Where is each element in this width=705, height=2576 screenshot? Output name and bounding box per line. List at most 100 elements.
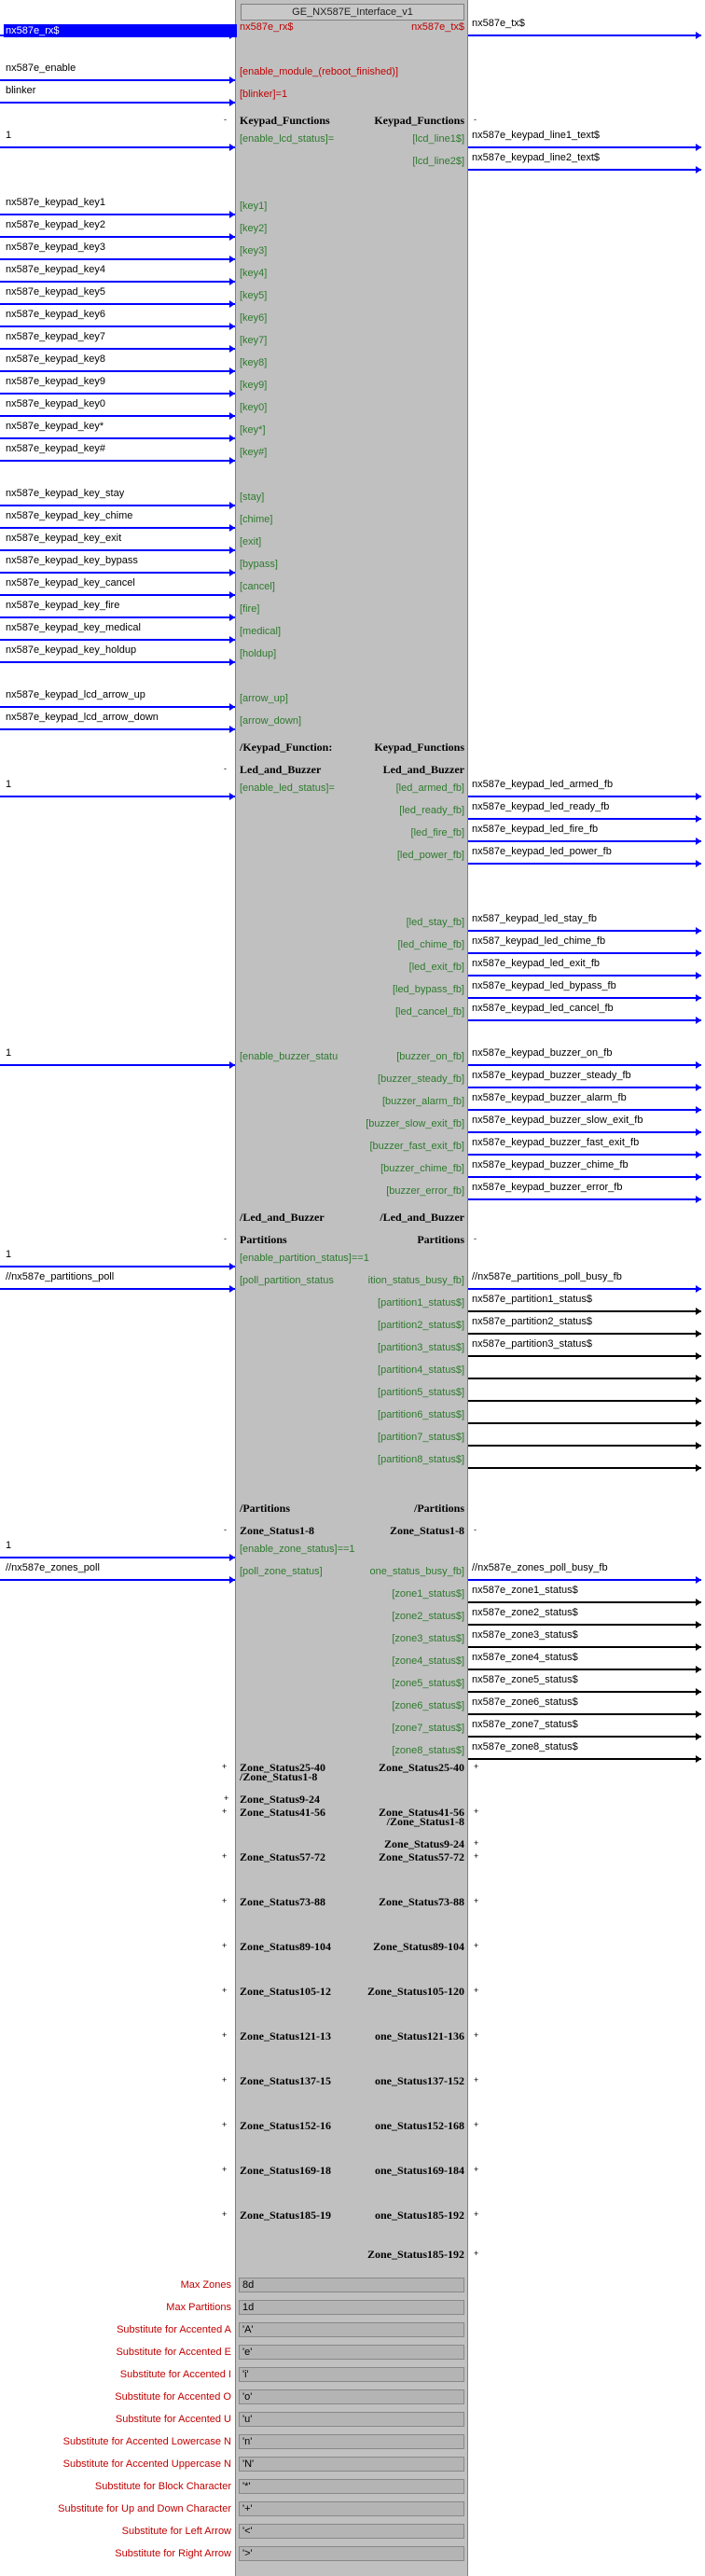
output-signal-40[interactable]: nx587_keypad_led_stay_fb xyxy=(472,913,597,924)
output-signal-36[interactable]: nx587e_keypad_led_fire_fb xyxy=(472,824,599,835)
output-signal-42[interactable]: nx587e_keypad_led_exit_fb xyxy=(472,958,601,969)
input-signal-14[interactable]: nx587e_keypad_key7 xyxy=(6,331,106,342)
input-port-55[interactable]: [enable_partition_status]==1 xyxy=(240,1253,369,1264)
output-signal-77[interactable]: nx587e_zone8_status$ xyxy=(472,1741,578,1752)
input-port-10[interactable]: [key3] xyxy=(240,245,268,256)
input-port-19[interactable]: [key#] xyxy=(240,447,268,458)
zone-group-right-7[interactable]: one_Status137-152 xyxy=(374,2074,464,2087)
output-port-60[interactable]: [partition4_status$] xyxy=(378,1364,464,1376)
param-value-2[interactable]: 'A' xyxy=(239,2322,464,2337)
output-signal-73[interactable]: nx587e_zone4_status$ xyxy=(472,1652,578,1663)
input-port-9[interactable]: [key2] xyxy=(240,223,268,234)
output-port-36[interactable]: [led_fire_fb] xyxy=(410,827,464,838)
input-port-3[interactable]: [blinker]=1 xyxy=(240,89,288,100)
zone-group-left-9[interactable]: Zone_Status169-18 xyxy=(240,2164,332,2177)
param-value-8[interactable]: 'N' xyxy=(239,2457,464,2472)
input-signal-21[interactable]: nx587e_keypad_key_stay xyxy=(6,488,125,499)
zone-group-right-6[interactable]: one_Status121-136 xyxy=(374,2029,464,2043)
output-port-51[interactable]: [buzzer_chime_fb] xyxy=(380,1163,464,1174)
input-signal-3[interactable]: blinker xyxy=(6,85,36,96)
input-signal-12[interactable]: nx587e_keypad_key5 xyxy=(6,286,106,298)
output-signal-48[interactable]: nx587e_keypad_buzzer_alarm_fb xyxy=(472,1092,627,1103)
zone-group-right-4[interactable]: Zone_Status89-104 xyxy=(372,1940,464,1953)
input-port-32[interactable]: /Keypad_Function: xyxy=(240,741,333,754)
zone-group-left-1[interactable]: Zone_Status41-56 xyxy=(240,1806,326,1819)
input-signal-68[interactable]: 1 xyxy=(6,1540,12,1551)
input-port-34[interactable]: [enable_led_status]= xyxy=(240,782,335,794)
input-signal-46[interactable]: 1 xyxy=(6,1047,12,1059)
input-port-15[interactable]: [key8] xyxy=(240,357,268,368)
output-port-69[interactable]: one_status_busy_fb] xyxy=(369,1566,464,1577)
param-value-4[interactable]: 'i' xyxy=(239,2367,464,2382)
module-title[interactable]: GE_NX587E_Interface_v1 xyxy=(241,4,464,21)
output-signal-46[interactable]: nx587e_keypad_buzzer_on_fb xyxy=(472,1047,613,1059)
output-port-42[interactable]: [led_exit_fb] xyxy=(408,962,464,973)
input-port-28[interactable]: [holdup] xyxy=(240,648,277,659)
input-signal-34[interactable]: 1 xyxy=(6,779,12,790)
output-signal-35[interactable]: nx587e_keypad_led_ready_fb xyxy=(472,801,610,812)
zone-group-right-8[interactable]: one_Status152-168 xyxy=(374,2119,464,2132)
input-signal-18[interactable]: nx587e_keypad_key* xyxy=(6,421,104,432)
input-port-30[interactable]: [arrow_up] xyxy=(240,693,288,704)
zone-group-left-2[interactable]: Zone_Status57-72 xyxy=(240,1850,326,1863)
input-signal-28[interactable]: nx587e_keypad_key_holdup xyxy=(6,644,137,656)
output-signal-49[interactable]: nx587e_keypad_buzzer_slow_exit_fb xyxy=(472,1115,643,1126)
output-signal-59[interactable]: nx587e_partition3_status$ xyxy=(472,1338,593,1350)
output-signal-76[interactable]: nx587e_zone7_status$ xyxy=(472,1719,578,1730)
output-port-53[interactable]: /Led_and_Buzzer xyxy=(380,1211,464,1224)
zone-group-right-3[interactable]: Zone_Status73-88 xyxy=(378,1895,464,1908)
output-port-54[interactable]: Partitions xyxy=(417,1233,464,1246)
output-port-61[interactable]: [partition5_status$] xyxy=(378,1387,464,1398)
output-port-71[interactable]: [zone2_status$] xyxy=(392,1611,464,1622)
output-port-74[interactable]: [zone5_status$] xyxy=(392,1678,464,1689)
output-signal-58[interactable]: nx587e_partition2_status$ xyxy=(472,1316,593,1327)
input-signal-19[interactable]: nx587e_keypad_key# xyxy=(6,443,106,454)
param-value-10[interactable]: '+' xyxy=(239,2501,464,2516)
output-signal-74[interactable]: nx587e_zone5_status$ xyxy=(472,1674,578,1685)
input-signal-56[interactable]: //nx587e_partitions_poll xyxy=(6,1271,115,1282)
output-port-50[interactable]: [buzzer_fast_exit_fb] xyxy=(369,1141,464,1152)
output-port-52[interactable]: [buzzer_error_fb] xyxy=(386,1185,464,1197)
output-signal-71[interactable]: nx587e_zone2_status$ xyxy=(472,1607,578,1618)
input-port-33[interactable]: Led_and_Buzzer xyxy=(240,763,322,776)
zone-group-right-9[interactable]: one_Status169-184 xyxy=(374,2164,464,2177)
input-port-2[interactable]: [enable_module_(reboot_finished)] xyxy=(240,66,399,77)
param-value-0[interactable]: 8d xyxy=(239,2278,464,2292)
input-signal-5[interactable]: 1 xyxy=(6,130,12,141)
input-port-5[interactable]: [enable_lcd_status]= xyxy=(240,133,335,145)
zone-group-left-7[interactable]: Zone_Status137-15 xyxy=(240,2074,332,2087)
input-port-11[interactable]: [key4] xyxy=(240,268,268,279)
input-signal-11[interactable]: nx587e_keypad_key4 xyxy=(6,264,106,275)
output-signal-43[interactable]: nx587e_keypad_led_bypass_fb xyxy=(472,980,616,991)
output-port-63[interactable]: [partition7_status$] xyxy=(378,1432,464,1443)
output-signal-51[interactable]: nx587e_keypad_buzzer_chime_fb xyxy=(472,1159,629,1170)
output-signal-72[interactable]: nx587e_zone3_status$ xyxy=(472,1629,578,1641)
output-port-72[interactable]: [zone3_status$] xyxy=(392,1633,464,1644)
output-signal-56[interactable]: //nx587e_partitions_poll_busy_fb xyxy=(472,1271,622,1282)
zone-group-left-5[interactable]: Zone_Status105-12 xyxy=(240,1985,332,1998)
output-port-66[interactable]: /Partitions xyxy=(414,1502,464,1515)
output-signal-70[interactable]: nx587e_zone1_status$ xyxy=(472,1585,578,1596)
input-signal-23[interactable]: nx587e_keypad_key_exit xyxy=(6,533,122,544)
input-signal-24[interactable]: nx587e_keypad_key_bypass xyxy=(6,555,138,566)
input-port-54[interactable]: Partitions xyxy=(240,1233,287,1246)
input-port-69[interactable]: [poll_zone_status] xyxy=(240,1566,323,1577)
output-port-62[interactable]: [partition6_status$] xyxy=(378,1409,464,1420)
input-port-23[interactable]: [exit] xyxy=(240,536,262,547)
input-port-17[interactable]: [key0] xyxy=(240,402,268,413)
output-port-4[interactable]: Keypad_Functions xyxy=(374,114,464,127)
input-port-8[interactable]: [key1] xyxy=(240,201,268,212)
input-port-16[interactable]: [key9] xyxy=(240,380,268,391)
output-port-75[interactable]: [zone6_status$] xyxy=(392,1700,464,1711)
param-value-11[interactable]: '<' xyxy=(239,2524,464,2539)
input-port-26[interactable]: [fire] xyxy=(240,603,260,615)
input-signal-16[interactable]: nx587e_keypad_key9 xyxy=(6,376,106,387)
input-port-13[interactable]: [key6] xyxy=(240,312,268,324)
zone-group-left-8[interactable]: Zone_Status152-16 xyxy=(240,2119,332,2132)
output-port-33[interactable]: Led_and_Buzzer xyxy=(382,763,464,776)
output-port-58[interactable]: [partition2_status$] xyxy=(378,1320,464,1331)
output-port-81[interactable]: Zone_Status9-24 xyxy=(383,1837,464,1850)
input-signal-27[interactable]: nx587e_keypad_key_medical xyxy=(6,622,141,633)
output-port-47[interactable]: [buzzer_steady_fb] xyxy=(378,1073,464,1085)
param-value-6[interactable]: 'u' xyxy=(239,2412,464,2427)
